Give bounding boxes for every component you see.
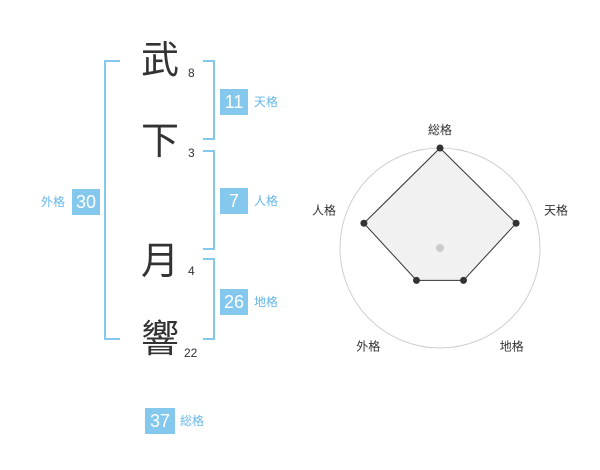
stroke-count-3: 4 (188, 264, 195, 278)
gaikaku-value: 30 (72, 189, 100, 215)
radar-point-2 (512, 219, 520, 227)
jinkaku-label: 人格 (254, 194, 279, 208)
chikaku-label: 地格 (254, 295, 279, 309)
tenkaku-label: 天格 (254, 95, 279, 109)
radar-axis-label-1: 総格 (428, 122, 452, 137)
radar-axis-label-3: 地格 (500, 339, 524, 354)
radar-point-4 (412, 276, 420, 284)
gaikaku-label: 外格 (41, 195, 66, 209)
tenkaku-bracket (203, 60, 215, 140)
gaikaku-bracket (104, 60, 120, 340)
radar-axis-label-2: 天格 (544, 202, 568, 217)
radar-center-dot (436, 244, 444, 252)
radar-axis-label-5: 人格 (312, 202, 336, 217)
tenkaku-value: 11 (220, 89, 248, 115)
radar-data-polygon (363, 147, 517, 281)
stroke-count-2: 3 (188, 146, 195, 160)
jinkaku-value: 7 (220, 188, 248, 214)
name-char-3: 月 (141, 239, 180, 283)
radar-point-1 (436, 144, 444, 152)
radar-axis-label-4: 外格 (356, 339, 380, 354)
name-char-2: 下 (141, 119, 180, 163)
stroke-count-4: 22 (184, 346, 198, 360)
soukaku-value: 37 (145, 408, 175, 434)
radar-point-3 (460, 276, 468, 284)
stroke-count-1: 8 (188, 66, 195, 80)
chikaku-bracket (203, 258, 215, 340)
soukaku-label: 総格 (180, 414, 205, 428)
name-char-4: 響 (141, 317, 180, 361)
name-char-1: 武 (141, 38, 180, 82)
jinkaku-bracket (203, 150, 215, 250)
chikaku-value: 26 (220, 289, 248, 315)
radar-point-5 (360, 219, 368, 227)
